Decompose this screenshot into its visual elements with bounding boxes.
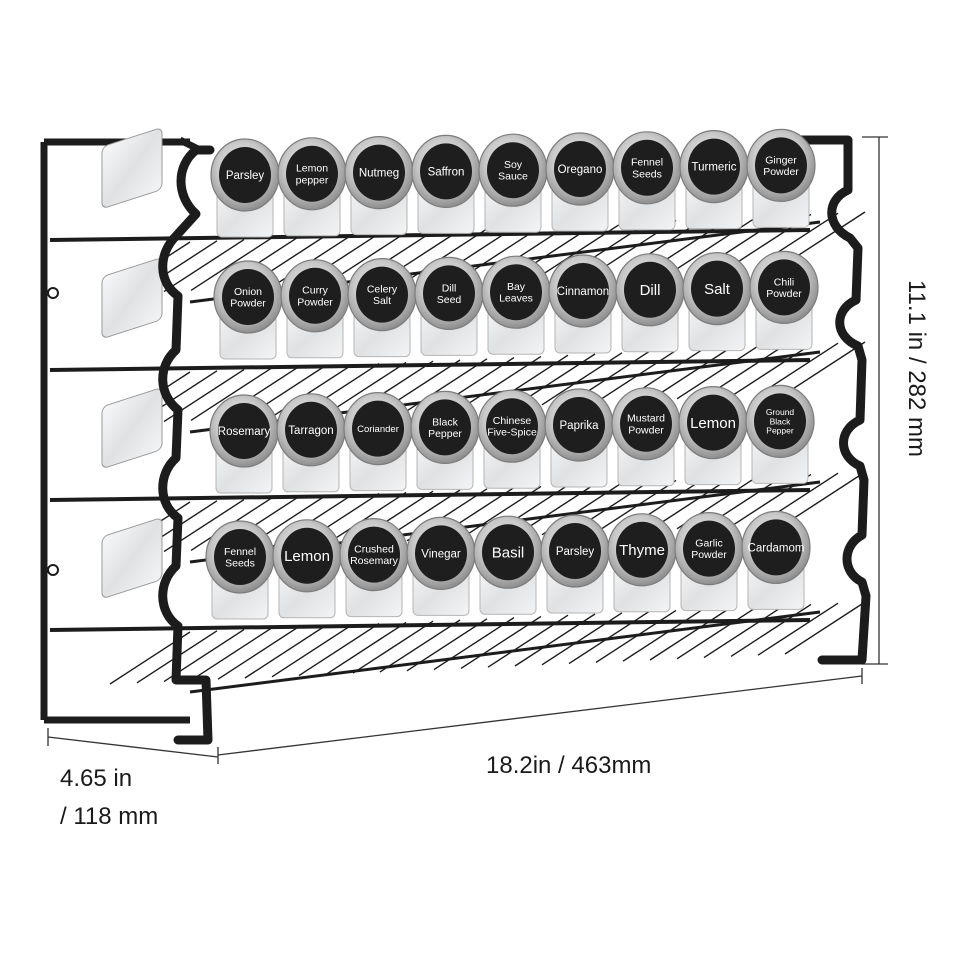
- dimension-lines: [47, 136, 888, 764]
- depth-dimension-line2: / 118 mm: [60, 803, 159, 830]
- spice-label: Basil: [492, 544, 525, 561]
- spice-jar: Cardamom: [741, 510, 811, 610]
- spice-label: Vinegar: [421, 548, 461, 560]
- spice-label: Dill: [640, 282, 661, 299]
- spice-jar: Saffron: [411, 134, 481, 234]
- spice-label: Lemon: [284, 548, 330, 565]
- spice-label: Turmeric: [692, 162, 737, 174]
- spice-jar: Parsley: [210, 138, 280, 238]
- height-dimension-label: 11.1 in / 282 mm: [903, 280, 930, 457]
- spice-label: Saffron: [428, 166, 465, 178]
- spice-jar: Thyme: [607, 513, 677, 613]
- spice-label: Rosemary: [218, 426, 271, 438]
- width-dimension-label: 18.2in / 463mm: [486, 752, 652, 779]
- spice-label: Cinnamon: [557, 286, 609, 298]
- shelf-2: [49, 258, 866, 434]
- spice-label: Thyme: [619, 542, 665, 559]
- spice-jar: Salt: [682, 252, 752, 352]
- spice-label: Nutmeg: [359, 168, 399, 180]
- spice-jar: Tarragon: [276, 393, 346, 493]
- spice-jar: Parsley: [540, 514, 610, 614]
- shelves: [49, 128, 866, 694]
- spice-label: Lemon: [690, 415, 736, 432]
- spice-label: Parsley: [226, 170, 265, 182]
- spice-jar: Cinnamon: [548, 254, 618, 354]
- spice-label: Paprika: [560, 420, 600, 432]
- spice-jar: Turmeric: [679, 130, 749, 230]
- spice-jar: Coriander: [343, 392, 413, 492]
- spice-label: Cardamom: [748, 542, 805, 554]
- spice-jar: Basil: [473, 515, 543, 615]
- spice-jar: Lemon: [678, 386, 748, 486]
- spice-label: Parsley: [556, 546, 595, 558]
- spice-jar: Oregano: [545, 132, 615, 232]
- spice-jar: Nutmeg: [344, 136, 414, 236]
- spice-jar: Vinegar: [406, 516, 476, 616]
- spice-jar: Dill: [615, 253, 685, 353]
- spice-label: Tarragon: [288, 425, 333, 437]
- spice-label: Salt: [704, 281, 731, 298]
- spice-jar: Paprika: [544, 388, 614, 488]
- spice-label: Oregano: [558, 164, 603, 176]
- spice-label: Coriander: [357, 424, 399, 435]
- depth-dimension-line1: 4.65 in: [60, 765, 133, 792]
- depth-dimension-label: 4.65 in / 118 mm: [60, 760, 158, 836]
- spice-jar: Lemon: [272, 519, 342, 619]
- right-frame: [775, 135, 871, 665]
- spice-jar: Rosemary: [209, 394, 279, 494]
- left-front-frame: [158, 145, 215, 745]
